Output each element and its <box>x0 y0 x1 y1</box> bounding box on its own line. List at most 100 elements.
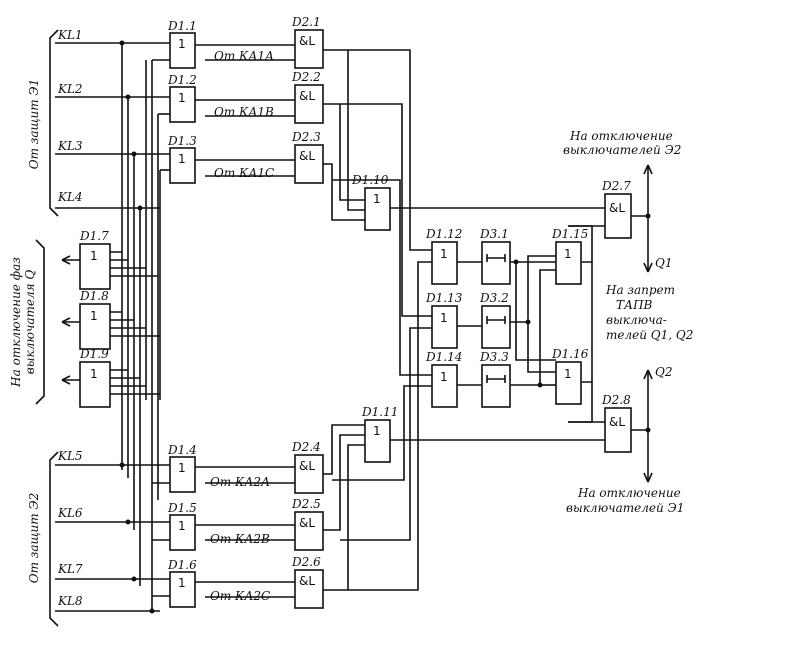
svg-text:D1.11: D1.11 <box>361 405 398 419</box>
svg-text:D2.7: D2.7 <box>601 179 631 193</box>
svg-text:D3.3: D3.3 <box>479 350 509 364</box>
gate-d15: D1.5 1 <box>167 501 197 551</box>
gate-d111: D1.11 1 <box>361 405 398 463</box>
input-kl8: KL8 <box>57 594 83 608</box>
svg-text:&L: &L <box>299 459 315 473</box>
svg-text:1: 1 <box>564 367 572 381</box>
svg-text:D2.4: D2.4 <box>291 440 321 454</box>
timer-d33: D3.3 <box>479 350 511 408</box>
svg-text:1: 1 <box>178 576 186 590</box>
input-kl6: KL6 <box>57 506 83 520</box>
svg-text:D1.5: D1.5 <box>167 501 197 515</box>
svg-text:1: 1 <box>178 461 186 475</box>
svg-text:D1.7: D1.7 <box>79 229 109 243</box>
out-e1-line1: На отключение <box>577 486 681 500</box>
gate-d113: D1.13 1 <box>425 291 463 349</box>
brace-phase <box>35 239 45 405</box>
svg-text:1: 1 <box>373 424 381 438</box>
svg-text:D2.5: D2.5 <box>291 497 321 511</box>
brace-e1 <box>49 29 59 217</box>
input-kl5: KL5 <box>57 449 83 463</box>
gate-d26: D2.6 &L <box>291 555 324 609</box>
gate-d114: D1.14 1 <box>425 350 462 408</box>
input-kl4: KL4 <box>57 190 83 204</box>
label-from-e1: От защит Э1 <box>27 79 41 169</box>
gate-d16: D1.6 1 <box>167 558 197 608</box>
out-q2: Q2 <box>655 365 672 379</box>
signal-ka2b: От КА2В <box>210 532 270 546</box>
gate-d12: D1.2 1 <box>167 73 197 123</box>
svg-text:1: 1 <box>564 247 572 261</box>
brace-e2 <box>49 451 59 627</box>
label-phase-out-2: выключателя Q <box>23 270 37 375</box>
gate-d17: D1.7 1 <box>79 229 111 290</box>
svg-text:D1.1: D1.1 <box>167 19 197 33</box>
svg-text:&L: &L <box>299 149 315 163</box>
svg-text:&L: &L <box>609 201 625 215</box>
svg-text:1: 1 <box>178 152 186 166</box>
gate-d27: D2.7 &L <box>601 179 632 239</box>
svg-text:1: 1 <box>440 370 448 384</box>
gate-d116: D1.16 1 <box>551 347 589 405</box>
svg-text:1: 1 <box>178 519 186 533</box>
svg-text:1: 1 <box>90 249 98 263</box>
svg-text:D1.12: D1.12 <box>425 227 462 241</box>
out-q1: Q1 <box>655 256 672 270</box>
timer-d31: D3.1 <box>479 227 511 285</box>
svg-text:&L: &L <box>299 574 315 588</box>
gate-d24: D2.4 &L <box>291 440 324 494</box>
svg-text:1: 1 <box>440 311 448 325</box>
phase-gate-wires <box>61 251 160 395</box>
signal-ka1a: От КА1А <box>214 49 274 63</box>
out-tapv-2: ТАПВ <box>616 298 653 312</box>
svg-text:1: 1 <box>90 367 98 381</box>
label-phase-out-1: На отключение фаз <box>9 257 23 388</box>
gate-d11: D1.1 1 <box>167 19 197 69</box>
svg-text:D1.15: D1.15 <box>551 227 588 241</box>
vertical-bus <box>121 43 170 611</box>
gate-d19: D1.9 1 <box>79 347 111 408</box>
svg-text:D2.2: D2.2 <box>291 70 321 84</box>
signal-ka1c: От КА1С <box>214 166 274 180</box>
ka-wires <box>195 44 295 598</box>
svg-text:D1.3: D1.3 <box>167 134 197 148</box>
svg-text:&L: &L <box>299 34 315 48</box>
out-e2-line2: выключателей Э2 <box>563 143 681 157</box>
svg-text:D1.13: D1.13 <box>425 291 463 305</box>
svg-text:1: 1 <box>90 309 98 323</box>
svg-text:1: 1 <box>178 91 186 105</box>
svg-text:1: 1 <box>440 247 448 261</box>
svg-text:D1.8: D1.8 <box>79 289 109 303</box>
out-tapv-4: телей Q1, Q2 <box>606 328 693 342</box>
svg-text:D1.2: D1.2 <box>167 73 197 87</box>
svg-text:D1.9: D1.9 <box>79 347 109 361</box>
svg-text:D1.4: D1.4 <box>167 443 197 457</box>
out-tapv-3: выключа- <box>606 313 667 327</box>
out-e2-line1: На отключение <box>569 129 673 143</box>
input-kl3: KL3 <box>57 139 83 153</box>
timer-d32: D3.2 <box>479 291 511 349</box>
input-kl7: KL7 <box>57 562 83 576</box>
signal-ka2c: От КА2С <box>210 589 270 603</box>
gate-d115: D1.15 1 <box>551 227 588 285</box>
svg-text:1: 1 <box>178 37 186 51</box>
out-e1-line2: выключателей Э1 <box>566 501 684 515</box>
label-from-e2: От защит Э2 <box>27 493 41 583</box>
svg-text:D3.2: D3.2 <box>479 291 509 305</box>
svg-text:D1.6: D1.6 <box>167 558 197 572</box>
d2-output-wires <box>323 49 432 591</box>
svg-text:D1.10: D1.10 <box>351 173 389 187</box>
gate-d21: D2.1 &L <box>291 15 324 69</box>
d115-d116-out <box>568 225 593 423</box>
svg-text:&L: &L <box>609 415 625 429</box>
gate-d13: D1.3 1 <box>167 134 197 184</box>
svg-text:D2.1: D2.1 <box>291 15 321 29</box>
svg-text:&L: &L <box>299 89 315 103</box>
gate-d112: D1.12 1 <box>425 227 462 285</box>
svg-text:D1.14: D1.14 <box>425 350 462 364</box>
gate-d110: D1.10 1 <box>351 173 391 231</box>
gate-d14: D1.4 1 <box>167 443 197 493</box>
input-kl1: KL1 <box>57 28 83 42</box>
